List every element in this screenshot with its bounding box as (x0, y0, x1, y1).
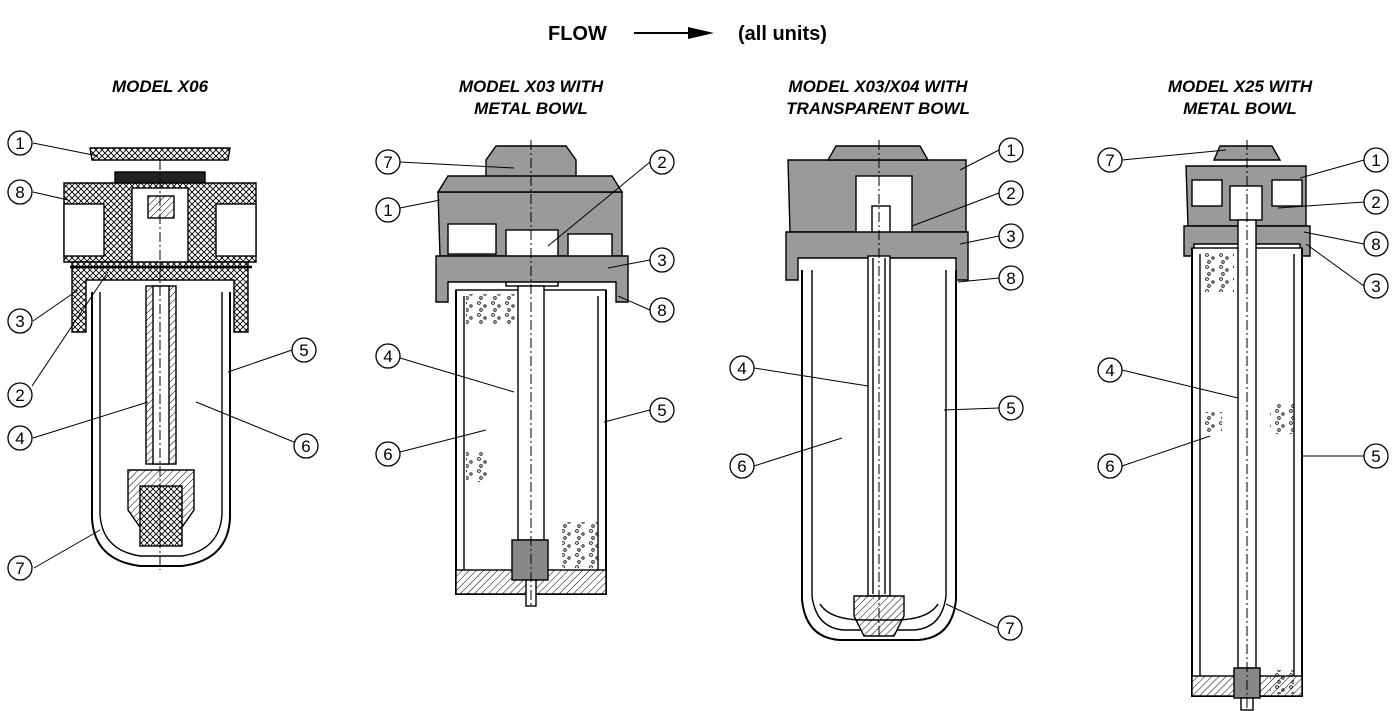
svg-text:1: 1 (15, 134, 24, 153)
callout: 6 (293, 433, 319, 459)
svg-text:7: 7 (15, 559, 24, 578)
svg-text:1: 1 (1006, 141, 1015, 160)
callout: 8 (998, 265, 1024, 291)
model-title-x03-metal-line2: METAL BOWL (474, 99, 588, 118)
model-title-x25-line2: METAL BOWL (1183, 99, 1297, 118)
callout: 2 (649, 149, 675, 175)
svg-text:8: 8 (1371, 235, 1380, 254)
callouts-x06: 1 8 3 2 4 5 6 7 (7, 130, 319, 581)
svg-text:4: 4 (737, 359, 746, 378)
svg-text:7: 7 (1105, 151, 1114, 170)
model-title-x25-line1: MODEL X25 WITH (1168, 77, 1313, 96)
svg-text:3: 3 (1006, 227, 1015, 246)
svg-text:5: 5 (657, 401, 666, 420)
svg-text:8: 8 (15, 183, 24, 202)
flow-header: FLOW (all units) (548, 23, 827, 45)
svg-text:7: 7 (1005, 619, 1014, 638)
svg-text:2: 2 (15, 386, 24, 405)
model-x06-drawing (63, 147, 257, 570)
callout: 2 (1363, 189, 1389, 215)
callout: 6 (1097, 453, 1123, 479)
flow-note: (all units) (738, 23, 827, 45)
callout: 8 (1363, 231, 1389, 257)
callout: 5 (998, 395, 1024, 421)
callout: 5 (1363, 443, 1389, 469)
callout: 6 (729, 453, 755, 479)
callout: 3 (7, 308, 33, 334)
callout: 3 (998, 223, 1024, 249)
callout: 7 (997, 615, 1023, 641)
model-x25-metal-drawing (1183, 140, 1311, 711)
callout: 4 (729, 355, 755, 381)
model-x03-metal-drawing (435, 140, 629, 607)
svg-text:3: 3 (657, 251, 666, 270)
callout: 3 (649, 247, 675, 273)
callout: 7 (7, 555, 33, 581)
model-title-x06: MODEL X06 (112, 77, 209, 96)
svg-text:4: 4 (15, 429, 24, 448)
svg-text:2: 2 (657, 153, 666, 172)
svg-text:6: 6 (301, 437, 310, 456)
svg-text:1: 1 (1371, 151, 1380, 170)
flow-label: FLOW (548, 23, 607, 45)
svg-text:2: 2 (1371, 193, 1380, 212)
callout: 1 (1363, 147, 1389, 173)
model-title-x03x04-line1: MODEL X03/X04 WITH (788, 77, 968, 96)
callout: 4 (7, 425, 33, 451)
callout: 1 (998, 137, 1024, 163)
callout: 8 (649, 297, 675, 323)
svg-text:6: 6 (1105, 457, 1114, 476)
model-x03x04-transparent-drawing (785, 140, 969, 644)
svg-text:1: 1 (383, 201, 392, 220)
callout: 4 (375, 343, 401, 369)
svg-text:6: 6 (737, 457, 746, 476)
callout: 7 (1097, 147, 1123, 173)
svg-text:7: 7 (383, 153, 392, 172)
callout: 5 (291, 337, 317, 363)
model-title-x03x04-line2: TRANSPARENT BOWL (786, 99, 970, 118)
callouts-x03-metal: 7 1 2 3 8 4 5 6 (375, 149, 675, 467)
svg-text:8: 8 (1006, 269, 1015, 288)
callout: 5 (649, 397, 675, 423)
callout: 8 (7, 179, 33, 205)
leader-lines (31, 142, 1365, 629)
svg-text:2: 2 (1006, 184, 1015, 203)
callout: 7 (375, 149, 401, 175)
callouts-x25-metal: 7 1 2 8 3 4 5 6 (1097, 147, 1389, 479)
svg-text:5: 5 (1371, 447, 1380, 466)
svg-text:4: 4 (1105, 361, 1114, 380)
svg-text:5: 5 (1006, 399, 1015, 418)
callout: 3 (1363, 273, 1389, 299)
svg-text:3: 3 (15, 312, 24, 331)
callout: 1 (375, 197, 401, 223)
svg-text:5: 5 (299, 341, 308, 360)
callouts-x03x04-transparent: 1 2 3 8 4 5 6 7 (729, 137, 1024, 641)
callout: 2 (998, 180, 1024, 206)
model-title-x03-metal-line1: MODEL X03 WITH (459, 77, 604, 96)
callout: 6 (375, 441, 401, 467)
flow-arrow-icon (688, 27, 714, 39)
svg-text:3: 3 (1371, 277, 1380, 296)
svg-text:6: 6 (383, 445, 392, 464)
svg-text:8: 8 (657, 301, 666, 320)
callout: 1 (7, 130, 33, 156)
svg-text:4: 4 (383, 347, 392, 366)
callout: 4 (1097, 357, 1123, 383)
callout: 2 (7, 382, 33, 408)
